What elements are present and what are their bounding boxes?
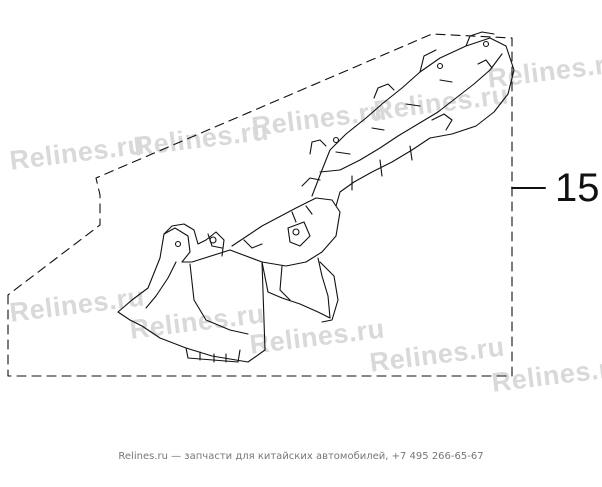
boundary-outline xyxy=(7,33,513,377)
part-callout-number: 15 xyxy=(555,166,600,210)
left-bracket xyxy=(117,227,266,363)
bracket-flange xyxy=(163,223,225,257)
footer-text: Relines.ru — запчасти для китайских авто… xyxy=(118,451,484,462)
cross-beam xyxy=(311,37,515,207)
center-body xyxy=(231,197,341,267)
